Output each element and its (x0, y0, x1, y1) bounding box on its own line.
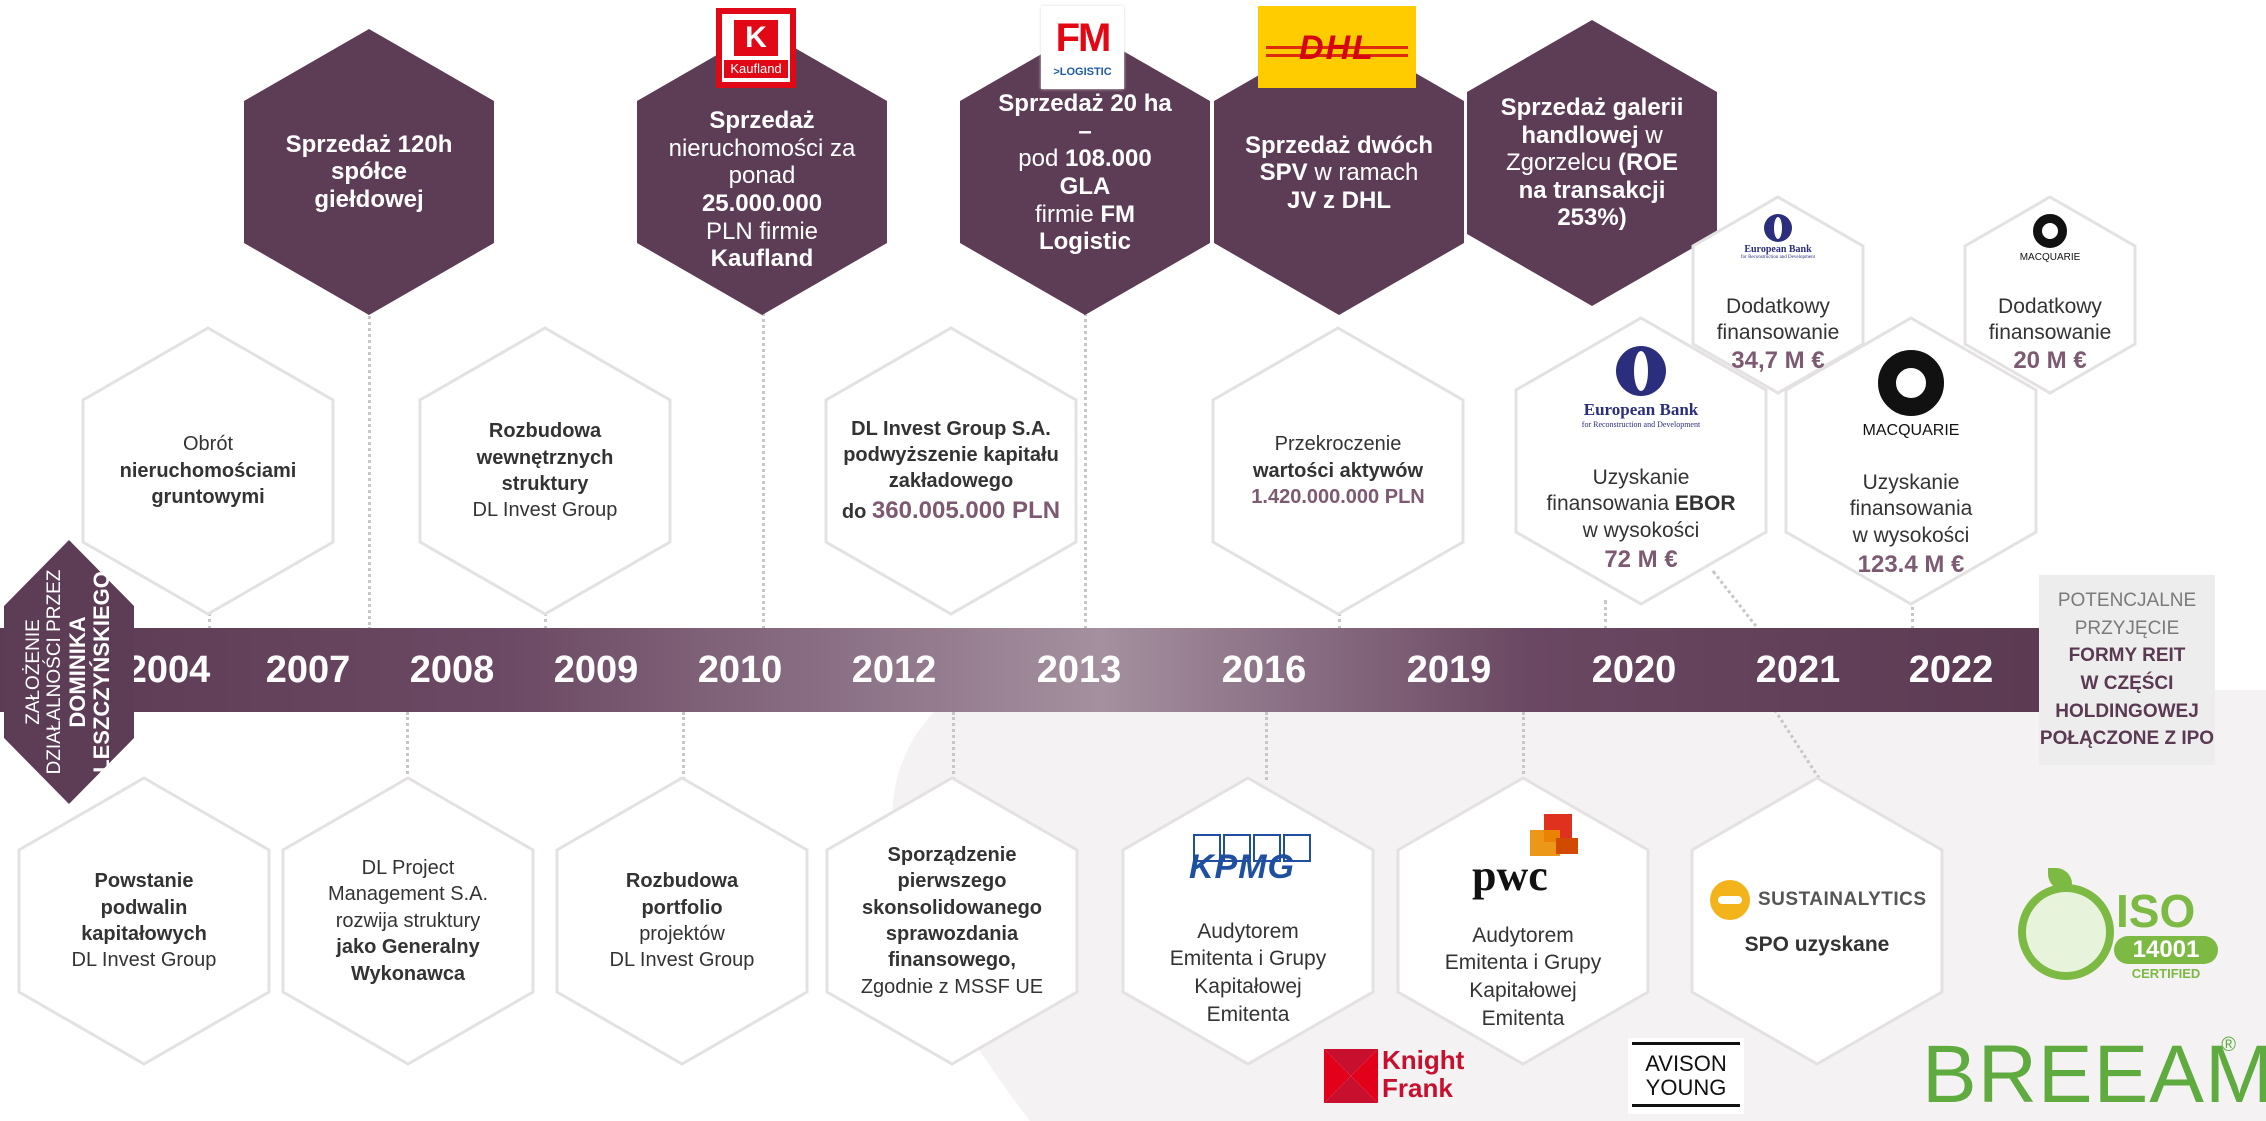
macquarie-logo: MACQUARIE (1846, 350, 1976, 440)
year-2009: 2009 (553, 649, 639, 691)
kpmg-logo: KPMG (1185, 834, 1315, 894)
kaufland-logo: K Kaufland (716, 8, 796, 88)
milestone-hex-spo: SPO uzyskane (1690, 776, 1944, 1066)
macquarie-logo-small: MACQUARIE (2000, 214, 2100, 274)
connector-line (1604, 600, 1607, 630)
connector-line (762, 312, 765, 630)
breeam-logo: BREEAM ® (1922, 1029, 2266, 1120)
year-2010: 2010 (697, 649, 783, 691)
milestone-hex-fm-logistic-sale: Sprzedaż 20 ha – pod 108.000 GLA firmie … (960, 29, 1210, 315)
ebrd-logo-small: European Bank for Reconstruction and Dev… (1728, 214, 1828, 274)
founding-hexagon: ZAŁOŻENIE DZIAŁALNOŚCI PRZEZ DOMINIKA LE… (4, 540, 134, 804)
connector-line (682, 712, 685, 780)
milestone-hex-capital-increase: DL Invest Group S.A.podwyższenie kapitał… (824, 326, 1078, 616)
connector-line (368, 305, 371, 630)
milestone-hex-dhl-sale: Sprzedaż dwóch SPV w ramach JV z DHL (1214, 29, 1464, 315)
year-2021: 2021 (1755, 649, 1841, 691)
connector-line (406, 712, 409, 780)
year-2007: 2007 (265, 649, 351, 691)
connector-line (1084, 306, 1087, 630)
dhl-logo: DHL (1258, 6, 1416, 88)
pwc-logo: pwc (1468, 812, 1598, 902)
iso-14001-logo: ISO 14001 CERTIFIED (2008, 866, 2228, 986)
milestone-hex-kaufland-sale: Sprzedaż nieruchomości za ponad 25.000.0… (637, 29, 887, 315)
connector-line (1338, 606, 1341, 630)
year-2004: 2004 (125, 649, 211, 691)
year-2022: 2022 (1908, 649, 1994, 691)
connector-line (1911, 600, 1914, 630)
fm-logistic-logo: FM >LOGISTIC (1041, 6, 1124, 89)
sustainalytics-logo: SUSTAINALYTICS (1710, 878, 1926, 922)
year-2019: 2019 (1406, 649, 1492, 691)
year-2008: 2008 (409, 649, 495, 691)
ebrd-logo: European Bank for Reconstruction and Dev… (1566, 346, 1716, 436)
year-2012: 2012 (851, 649, 937, 691)
connector-line (1522, 712, 1525, 780)
timeline-band (0, 628, 2040, 712)
milestone-hex-ebrd-financing: Uzyskanie finansowania EBOR w wysokości … (1514, 316, 1768, 606)
globe-icon (2018, 884, 2114, 980)
connector-line (544, 606, 547, 630)
year-2020: 2020 (1591, 649, 1677, 691)
year-2016: 2016 (1221, 649, 1307, 691)
connector-line (208, 606, 211, 630)
milestone-hex-gallery-sale: Sprzedaż galerii handlowej w Zgorzelcu (… (1467, 20, 1717, 306)
year-2013: 2013 (1036, 649, 1122, 691)
connector-line (952, 712, 955, 780)
connector-line (1265, 712, 1268, 780)
